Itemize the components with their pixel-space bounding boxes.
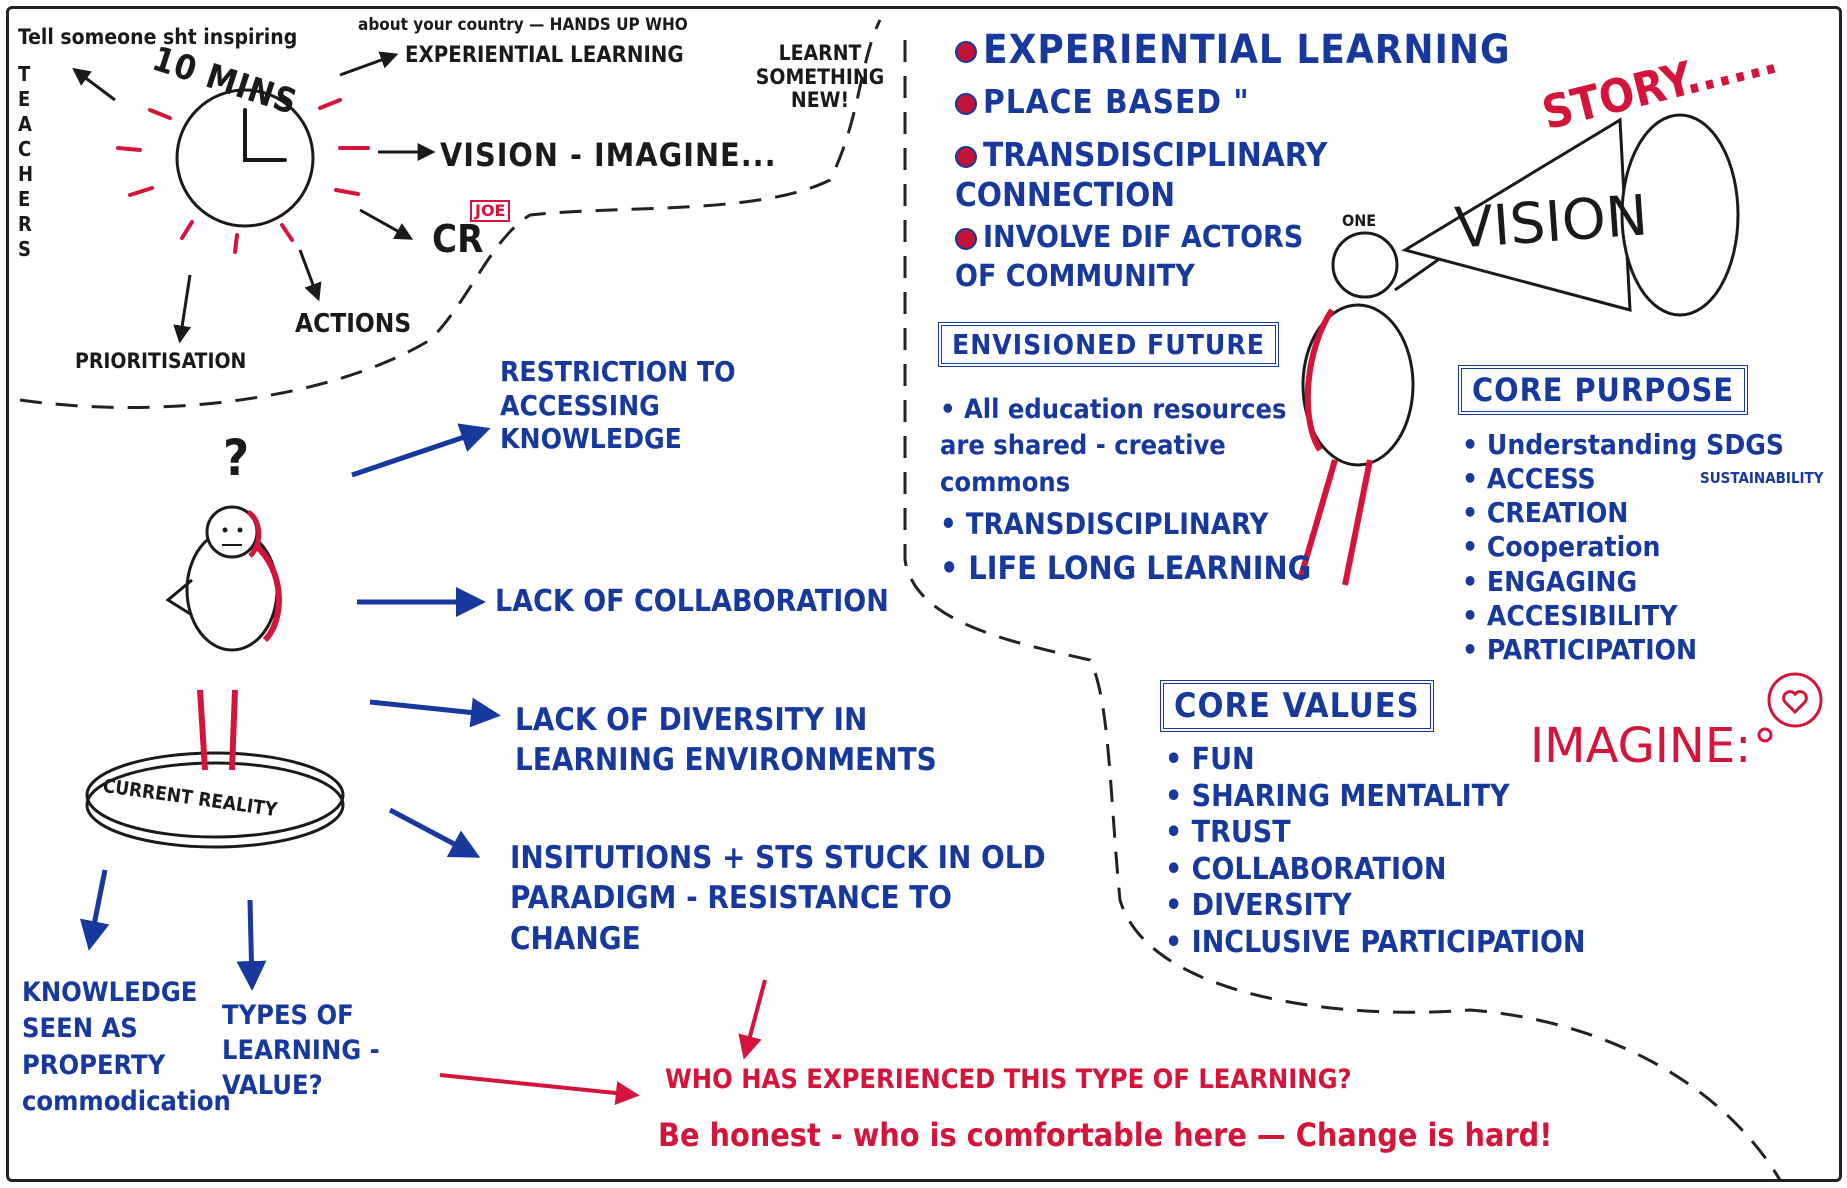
list-item: ACCESS xyxy=(1462,462,1784,496)
envisioned-future-list: All education resources are shared - cre… xyxy=(940,392,1320,588)
list-item: Cooperation xyxy=(1462,530,1784,564)
teachers-region-border xyxy=(19,19,882,409)
list-item: INCLUSIVE PARTICIPATION xyxy=(1165,925,1586,962)
heart-icon xyxy=(1757,672,1823,743)
stick-figure-vision xyxy=(1297,113,1740,586)
clock-icon xyxy=(116,88,370,254)
core-purpose-list: Understanding SDGS ACCESS CREATION Coope… xyxy=(1462,428,1784,667)
bullet-dot xyxy=(955,41,977,63)
bullet-dot xyxy=(955,92,977,115)
envisioned-future-title: ENVISIONED FUTURE xyxy=(938,322,1279,367)
branch-experiential: EXPERIENTIAL LEARNING xyxy=(405,43,684,68)
question-mark: ? xyxy=(223,429,250,487)
top-item-actors: INVOLVE DIF ACTORS OF COMMUNITY xyxy=(955,220,1304,294)
list-item: CREATION xyxy=(1462,496,1784,530)
branch-prioritisation: PRIORITISATION xyxy=(75,349,247,373)
list-item: FUN xyxy=(1165,742,1586,779)
stick-figure-current-reality xyxy=(85,505,345,849)
list-item: LIFE LONG LEARNING xyxy=(940,549,1320,588)
top-item-transdisciplinary: TRANSDISCIPLINARY CONNECTION xyxy=(955,135,1328,214)
megaphone-vision-label: VISION xyxy=(1452,183,1650,262)
list-item: Understanding SDGS xyxy=(1462,428,1784,462)
imagine-label: IMAGINE: xyxy=(1530,718,1752,774)
list-item: ENGAGING xyxy=(1462,565,1784,599)
problem-institutions: INSITUTIONS + STS STUCK IN OLD PARADIGM … xyxy=(510,840,1046,957)
knowledge-as-property: KNOWLEDGE SEEN AS PROPERTY commodication xyxy=(22,977,231,1118)
types-of-learning: TYPES OF LEARNING - VALUE? xyxy=(222,1000,380,1102)
branch-cr: CR xyxy=(432,217,484,261)
top-item-place-based: PLACE BASED " xyxy=(955,83,1250,121)
list-item: ACCESIBILITY xyxy=(1462,599,1784,633)
teachers-prompt-line3: LEARNT SOMETHING NEW! xyxy=(755,41,885,113)
core-values-title: CORE VALUES xyxy=(1160,680,1434,732)
list-item: DIVERSITY xyxy=(1165,888,1586,925)
list-item: COLLABORATION xyxy=(1165,852,1586,889)
problem-collaboration: LACK OF COLLABORATION xyxy=(495,584,889,619)
problem-restriction: RESTRICTION TO ACCESSING KNOWLEDGE xyxy=(500,355,736,456)
list-item: TRUST xyxy=(1165,815,1586,852)
bullet-dot xyxy=(955,227,977,250)
bullet-dot xyxy=(955,145,977,168)
branch-vision: VISION - IMAGINE... xyxy=(440,136,777,174)
teachers-prompt-line1: Tell someone sht inspiring xyxy=(18,25,298,49)
core-values-list: FUN SHARING MENTALITY TRUST COLLABORATIO… xyxy=(1165,742,1586,962)
sustainability-note: SUSTAINABILITY xyxy=(1700,469,1824,487)
speaker-label: ONE xyxy=(1342,211,1377,230)
joe-stamp: JOE xyxy=(470,200,511,222)
teachers-side-label: TEACHERS xyxy=(18,62,34,261)
list-item: All education resources are shared - cre… xyxy=(940,392,1320,501)
core-purpose-title: CORE PURPOSE xyxy=(1458,365,1749,415)
list-item: SHARING MENTALITY xyxy=(1165,779,1586,816)
branch-actions: ACTIONS xyxy=(295,309,412,339)
who-has-experienced: WHO HAS EXPERIENCED THIS TYPE OF LEARNIN… xyxy=(665,1064,1352,1095)
problem-diversity: LACK OF DIVERSITY IN LEARNING ENVIRONMEN… xyxy=(515,702,937,779)
be-honest-note: Be honest - who is comfortable here — Ch… xyxy=(658,1116,1553,1154)
list-item: TRANSDISCIPLINARY xyxy=(940,507,1320,542)
list-item: PARTICIPATION xyxy=(1462,633,1784,667)
teachers-prompt-line2: about your country — HANDS UP WHO xyxy=(358,15,688,35)
center-divider xyxy=(903,40,1782,1181)
top-item-experiential: EXPERIENTIAL LEARNING xyxy=(955,28,1511,73)
